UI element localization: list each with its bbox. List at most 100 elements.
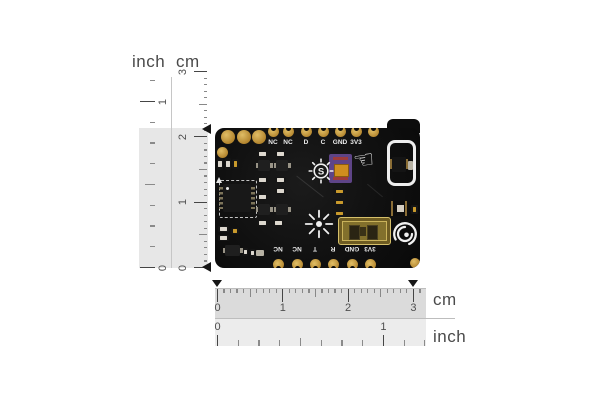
inch-tick: [237, 340, 239, 346]
top-pin-label: D: [303, 138, 309, 146]
smd-component: [257, 220, 268, 226]
inch-tick: [149, 225, 155, 227]
cm-tick: [321, 288, 323, 293]
inch-tick: [299, 337, 302, 346]
inch-number: 1: [157, 98, 169, 105]
smd-component: [225, 158, 231, 170]
bottom-pad-hole: [330, 265, 336, 268]
light-sensor-s-icon: S: [308, 158, 334, 184]
inch-number: 1: [380, 321, 387, 333]
top-pad: [282, 128, 294, 137]
cm-tick: [203, 116, 207, 118]
board-bottom-marker-arrow: [202, 262, 211, 272]
cm-number: 1: [279, 302, 286, 314]
touch-ic-chip: [390, 157, 408, 172]
cm-tick: [203, 155, 207, 158]
inch-tick: [149, 142, 155, 144]
mounting-pad: [221, 130, 235, 144]
horizontal-inch-label: inch: [433, 327, 467, 346]
cm-tick: [288, 288, 290, 293]
smd-component: [218, 226, 229, 232]
cm-tick: [203, 253, 207, 256]
smd-component: [411, 205, 418, 214]
bottom-pin-label: 3V3: [364, 245, 376, 252]
inch-tick: [140, 100, 155, 103]
inch-tick: [258, 340, 260, 346]
cm-tick: [419, 288, 421, 293]
inch-tick: [279, 340, 281, 346]
smd-component: [333, 210, 346, 217]
inch-tick: [424, 340, 426, 346]
smd-component: [250, 249, 255, 257]
top-pad-hole: [270, 128, 276, 131]
top-pad: [300, 128, 312, 137]
smd-component: [243, 248, 248, 256]
top-pin-label: NC: [268, 138, 278, 146]
cm-tick: [354, 288, 356, 293]
cm-tick: [386, 288, 388, 293]
gold-sensor-cell: [349, 225, 360, 240]
transistor: [273, 204, 291, 215]
cm-tick: [406, 288, 408, 293]
gold-sensor-cell: [367, 225, 378, 240]
cm-tick: [334, 288, 336, 293]
top-pin-label: C: [320, 138, 326, 146]
horizontal-ruler-divider: [215, 318, 455, 319]
smd-component: [232, 159, 239, 169]
cm-tick: [203, 162, 207, 164]
inch-number: 0: [157, 264, 169, 271]
cm-tick: [203, 142, 207, 145]
bottom-pad: [272, 259, 284, 268]
smd-component: [257, 194, 268, 200]
smd-component: [257, 151, 268, 157]
bottom-pad-hole: [349, 265, 355, 268]
top-pad-hole: [370, 128, 376, 131]
silk-dot: [215, 128, 218, 131]
cm-tick: [194, 71, 207, 73]
cm-tick: [203, 188, 207, 190]
inch-tick: [149, 121, 155, 123]
bottom-pad: [346, 259, 358, 268]
cm-tick: [203, 149, 207, 151]
svg-text:S: S: [318, 166, 324, 177]
top-pin-label: NC: [283, 138, 293, 146]
transistor: [273, 160, 291, 171]
touch-hand-icon: ☜: [351, 144, 377, 176]
silk-arrow: [216, 177, 222, 183]
cm-tick: [269, 288, 271, 293]
inch-number: 0: [214, 321, 221, 333]
cm-tick: [203, 214, 207, 216]
cm-tick: [194, 266, 207, 269]
transistor: [255, 160, 273, 171]
smd-component: [333, 188, 346, 195]
cm-tick: [340, 288, 343, 293]
cm-tick: [199, 234, 207, 236]
smd-component: [256, 250, 264, 256]
top-pad: [367, 128, 379, 137]
cm-tick: [308, 288, 310, 293]
cm-tick: [194, 201, 207, 203]
cm-tick: [275, 288, 277, 293]
smd-component: [408, 161, 413, 170]
inch-tick: [362, 340, 364, 346]
top-pad-hole: [320, 128, 326, 131]
bottom-pad: [327, 259, 339, 268]
cm-tick: [216, 288, 219, 302]
digital-sensor-chip: [391, 201, 407, 216]
cm-tick: [412, 288, 414, 302]
cm-tick: [203, 247, 207, 249]
top-pin-label: GND: [332, 138, 348, 146]
light-sensor-purple-module: [329, 154, 352, 183]
cm-tick: [203, 77, 207, 79]
bottom-pad-hole: [367, 265, 373, 268]
surface-scratch: [367, 183, 383, 198]
smd-component: [275, 188, 286, 194]
cm-number: 0: [177, 264, 189, 271]
cm-tick: [373, 288, 375, 293]
horizontal-inch-band: [215, 319, 426, 346]
cm-tick: [367, 288, 369, 293]
cm-tick: [295, 288, 297, 293]
